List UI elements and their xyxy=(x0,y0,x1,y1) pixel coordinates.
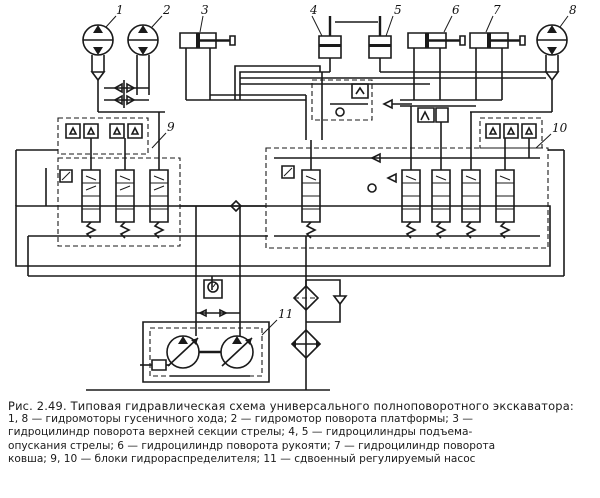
label-3: 3 xyxy=(201,3,209,17)
label-4: 4 xyxy=(309,3,318,17)
caption-line-2: гидроцилиндр поворота верхней секции стр… xyxy=(8,426,473,439)
motor-check-valves xyxy=(92,72,558,112)
component-labels: 1 2 3 4 5 6 7 8 9 10 11 xyxy=(106,3,577,335)
distributor-block-9 xyxy=(58,112,180,246)
label-6: 6 xyxy=(452,3,460,17)
label-7: 7 xyxy=(493,3,501,17)
cylinder-4 xyxy=(319,16,341,72)
cylinder-3 xyxy=(180,33,235,100)
distributor-block-10 xyxy=(266,106,548,248)
hydromotor-2 xyxy=(128,25,158,95)
caption-line-3: опускания стрелы; 6 — гидроцилиндр повор… xyxy=(8,439,496,452)
figure-caption: Рис. 2.49. Типовая гидравлическая схема … xyxy=(8,400,592,466)
caption-line-1: 1, 8 — гидромоторы гусеничного хода; 2 —… xyxy=(8,413,473,426)
hydraulic-schematic: 1 2 3 4 5 6 7 8 9 10 11 xyxy=(0,3,577,395)
dual-pump-11 xyxy=(140,310,269,382)
caption-line-4: ковша; 9, 10 — блоки гидрораспределителя… xyxy=(8,452,476,465)
main-lines xyxy=(16,150,564,390)
label-5: 5 xyxy=(394,3,402,17)
label-11: 11 xyxy=(278,307,293,321)
label-2: 2 xyxy=(162,3,171,17)
label-9: 9 xyxy=(167,120,175,134)
label-8: 8 xyxy=(569,3,577,17)
hydromotor-1 xyxy=(83,25,113,72)
label-1: 1 xyxy=(116,3,124,17)
boom-hydrolock-block xyxy=(312,72,412,140)
hydromotor-8 xyxy=(537,25,567,72)
left-valve-cluster xyxy=(104,80,149,108)
cylinder-5 xyxy=(369,16,391,72)
pressure-gauge xyxy=(196,280,240,316)
label-10: 10 xyxy=(552,121,568,135)
cylinder-7 xyxy=(470,33,525,100)
filter-cooler xyxy=(291,280,346,358)
cylinder-6 xyxy=(408,33,465,100)
caption-title: Рис. 2.49. Типовая гидравлическая схема … xyxy=(8,400,574,413)
right-relief-valves xyxy=(418,108,448,122)
pressure-lines-top xyxy=(98,66,552,140)
